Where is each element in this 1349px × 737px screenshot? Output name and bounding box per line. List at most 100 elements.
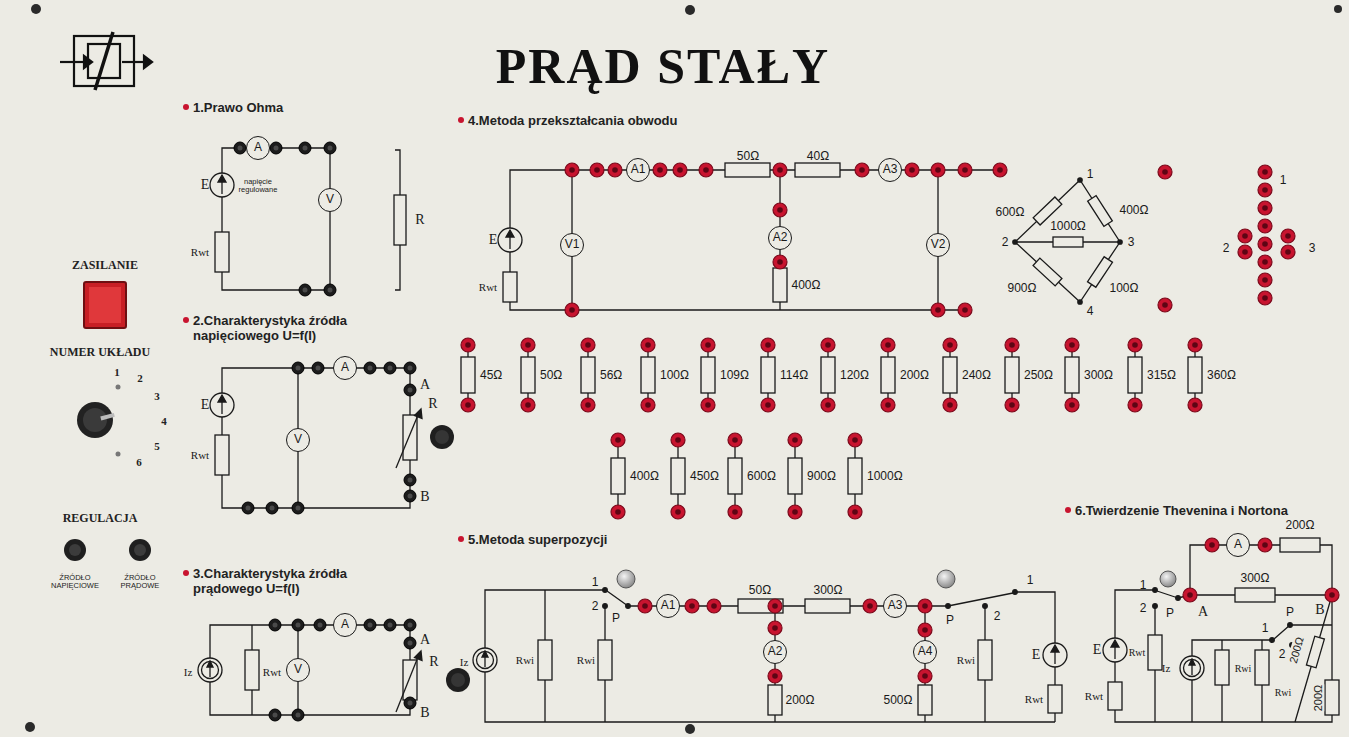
thevenin-circuit-wiring [1255,650,1269,685]
resistance-value: 109Ω [720,368,749,382]
red-terminal [653,163,667,177]
loose-resistor [641,351,655,399]
loose-resistor [881,351,895,399]
superposition-circuit-wiring [738,599,783,613]
red-terminal [1258,538,1272,552]
black-terminal [408,366,413,371]
red-terminal [962,167,968,173]
black-terminal [328,146,333,151]
red-terminal [768,599,782,613]
section-heading: 2.Charakterystyka źródła napięciowego U=… [193,313,408,343]
red-terminal [707,599,721,613]
regulation-knob [64,539,151,561]
thevenin-circuit-wiring [1325,680,1339,715]
bridge-network [1013,240,1017,244]
red-terminal [1183,588,1197,602]
thevenin-circuit-wiring [1184,660,1201,677]
small-caption: ŹRÓDŁO NAPIĘCIOWE [45,574,105,591]
control-label: ZASILANIE [72,258,138,273]
node-number: 1 [1280,173,1287,187]
red-terminal [461,398,475,412]
red-terminal [1238,245,1252,259]
red-terminal [585,342,591,348]
resistance-value: 600Ω [747,469,776,483]
red-terminal [671,433,685,447]
red-terminal [768,599,782,613]
red-terminal [641,398,655,412]
black-terminal [269,709,281,721]
heading-bullet [458,117,464,123]
red-terminal [918,599,932,613]
meter-letter: A [254,141,262,154]
black-terminal [292,709,304,721]
loose-resistor [701,351,715,399]
black-terminal [404,384,416,396]
superposition-circuit-wiring [1048,685,1062,713]
black-terminal [384,362,396,374]
resistance-value: 200Ω [786,693,815,707]
red-terminal [1258,291,1272,305]
circuit-symbol: R [429,654,438,670]
black-terminal [364,619,376,631]
red-terminal [768,669,782,683]
resistance-value: 200Ω [900,368,929,382]
red-terminal [565,303,579,317]
black-terminal [292,709,304,721]
red-terminal [1262,277,1268,283]
red-terminal [1258,237,1272,251]
red-terminal [732,509,738,515]
red-terminal [1285,249,1291,255]
superposition-circuit-wiring [485,590,605,722]
meter-circle: A [246,136,270,160]
loose-resistor [671,458,685,494]
red-terminal [1262,187,1268,193]
thevenin-circuit-wiring [1280,538,1320,552]
current-source-circuit-wiring [451,673,465,687]
black-terminal [368,366,373,371]
heading-bullet [183,570,189,576]
red-terminal [848,505,862,519]
resistance-value: 200Ω [1312,685,1324,712]
loose-resistor [1065,351,1079,399]
circuit-symbol: R [415,212,424,228]
meter-circle: A1 [656,594,680,618]
panel-screw [25,4,1342,734]
red-terminal [701,338,715,352]
black-terminal [292,502,304,514]
transformation-circuit-wiring [773,268,787,302]
heading-bullet [458,536,464,542]
control-label: NUMER UKŁADU [50,345,150,360]
red-terminal [773,163,787,177]
black-terminal [269,619,281,631]
red-terminal [1205,538,1219,552]
thevenin-circuit-wiring [1111,640,1119,647]
red-terminal [645,402,651,408]
component-label: Rwt [191,449,209,461]
loose-resistor [461,351,475,399]
loose-resistor [1005,351,1019,399]
current-source-circuit-wiring [446,668,470,692]
ohm-circuit-wiring [210,148,406,290]
red-terminal [1162,302,1168,308]
resistance-value: 1000Ω [1050,219,1086,233]
loose-resistor [761,357,775,393]
red-terminal [1262,169,1268,175]
heading-bullet [183,104,189,110]
red-terminal [1128,338,1142,352]
black-terminal [318,623,323,628]
superposition-circuit-wiring [983,604,988,609]
logo [144,56,152,68]
meter-letter: A1 [631,163,646,176]
red-terminal [788,433,802,447]
red-terminal [772,673,778,679]
loose-resistor [788,446,802,506]
current-source-circuit-wiring [396,657,418,712]
resistance-value: 315Ω [1147,368,1176,382]
meter-circle: V [286,658,310,682]
voltage-source-circuit-wiring [435,430,449,444]
red-terminal [653,163,667,177]
red-terminal [705,402,711,408]
red-terminal [867,603,873,609]
red-terminal [581,398,595,412]
